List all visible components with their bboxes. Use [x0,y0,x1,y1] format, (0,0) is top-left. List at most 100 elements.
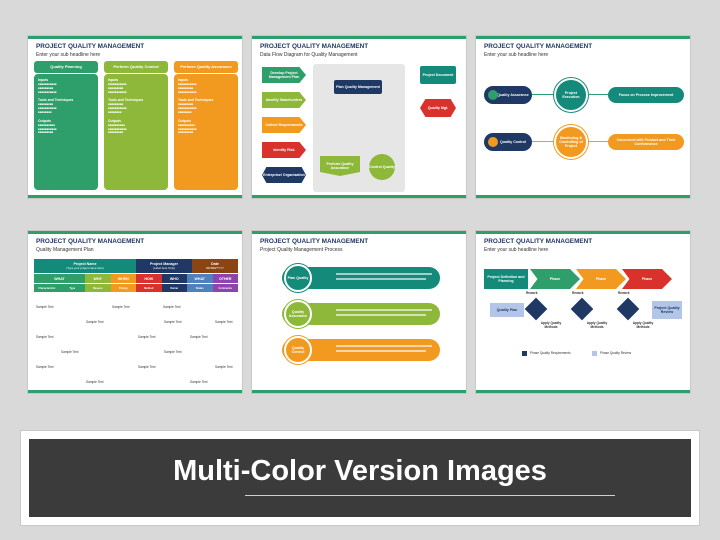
slide-top-bar [28,231,242,234]
hub-monitoring: Monitoring & Controlling of Project [554,125,588,159]
table-cell: Sample Text [163,305,181,309]
slide-bottom-bar [476,195,690,198]
slide-bottom-bar [28,195,242,198]
slide-title: PROJECT QUALITY MANAGEMENT [36,238,145,245]
out-product: Concerned with Product and Their Conform… [608,134,684,150]
table-cell: Sample Text [36,365,54,369]
slide-quality-plan-table[interactable]: PROJECT QUALITY MANAGEMENT Quality Manag… [27,230,243,394]
banner-title: Multi-Color Version Images [173,455,547,487]
rework-2: Rework [572,291,584,295]
flow-left-3: Collect Requirements [262,117,306,133]
slide-assurance-control[interactable]: PROJECT QUALITY MANAGEMENT Enter your su… [475,35,691,199]
slide-data-flow[interactable]: PROJECT QUALITY MANAGEMENT Data Flow Dia… [251,35,467,199]
slide-top-bar [252,231,466,234]
table-cell: Sample Text [190,335,208,339]
slide-bottom-bar [252,195,466,198]
section-outputs: Outputs [108,118,121,123]
quality-review: Project Quality Review [652,301,682,319]
flow-right-quality: Quality Mgt. [420,99,456,117]
connector [588,94,608,95]
step-quality-control: Quality Control [284,336,312,364]
process-bar-1 [282,267,440,289]
slide-top-bar [28,36,242,39]
connector [532,94,554,95]
slide-subtitle: Enter your sub headline here [484,247,549,253]
connector [588,141,608,142]
section-outputs: Outputs [178,118,191,123]
slide-subtitle: Enter your sub headline here [36,52,101,58]
slide-bottom-bar [476,390,690,393]
section-inputs: Inputs [178,78,189,82]
banner-panel: Multi-Color Version Images [29,439,691,517]
slide-process[interactable]: PROJECT QUALITY MANAGEMENT Project Quali… [251,230,467,394]
rework-3: Rework [618,291,630,295]
apply-1: Apply Quality Methods [540,321,562,330]
table-sub-row: Characteristic Type Reason Timing Method… [34,284,238,292]
gear-icon [488,90,498,100]
diamond-1 [524,297,548,321]
table-cell: Sample Text [36,335,54,339]
slide-subtitle: Enter your sub headline here [484,52,549,58]
table-head-manager: Project Manager (Label here Only) [136,259,192,273]
column-control: Inputs ■■■■■■■■■■■■■■■■■■■■■■■■■■■■■■■ T… [104,74,168,190]
legend-swatch-2 [592,351,597,356]
step-plan-quality: Plan Quality [284,264,312,292]
table-head-date: Date DD/MM/YYYY [192,259,238,273]
legend-2: Phase Quality Review [600,351,632,355]
connector [532,141,554,142]
apply-2: Apply Quality Methods [586,321,608,330]
qc-label: Quality Control [500,140,526,144]
process-bar-2 [282,303,440,325]
apply-3: Apply Quality Methods [632,321,654,330]
section-tools: Tools and Techniques [108,98,144,103]
slide-quality-columns[interactable]: PROJECT QUALITY MANAGEMENT Enter your su… [27,35,243,199]
column-head-assurance: Perform Quality Assurance [174,61,238,73]
table-cell: Sample Text [215,365,233,369]
process-bar-3 [282,339,440,361]
phase-2: Phase [576,269,626,289]
table-cell: Sample Text [164,350,182,354]
flow-center-control: Control Quality [369,154,395,180]
step-quality-assurance: Quality Assurance [284,300,312,328]
table-cell: Sample Text [164,320,182,324]
phase-1: Phase [530,269,580,289]
slide-top-bar [252,36,466,39]
section-inputs: Inputs [108,78,119,82]
table-cell: Sample Text [138,335,156,339]
section-tools: Tools and Techniques [178,98,214,103]
slide-top-bar [476,231,690,234]
table-cell: Sample Text [36,305,54,309]
quality-plan: Quality Plan [490,303,524,317]
slide-title: PROJECT QUALITY MANAGEMENT [260,238,369,245]
slide-title: PROJECT QUALITY MANAGEMENT [36,43,145,50]
column-head-planning: Quality Planning [34,61,98,73]
slide-bottom-bar [28,390,242,393]
legend-swatch-1 [522,351,527,356]
table-cell: Sample Text [138,365,156,369]
flow-left-5: Enterprise/ Organization [262,167,306,183]
table-cell: Sample Text [112,305,130,309]
flow-left-4: Identify Risk [262,142,306,158]
diamond-3 [616,297,640,321]
flow-center-plan: Plan Quality Management [334,80,382,94]
slide-title: PROJECT QUALITY MANAGEMENT [484,238,593,245]
table-cell: Sample Text [190,380,208,384]
slide-phases[interactable]: PROJECT QUALITY MANAGEMENT Enter your su… [475,230,691,394]
hub-execution: Project Execution [554,78,588,112]
flow-right-document: Project Document [420,66,456,84]
slide-bottom-bar [252,390,466,393]
column-head-control: Perform Quality Control [104,61,168,73]
out-process: Focus on Process Improvement [608,87,684,103]
column-planning: Inputs ■■■■■■■■■■■■■■■■■■■■■■■■■■■■■■■ T… [34,74,98,190]
slide-title: PROJECT QUALITY MANAGEMENT [260,43,369,50]
flow-center-assurance: Perform Quality Assurance [320,156,360,176]
slide-subtitle: Quality Management Plan [36,247,94,253]
table-cell: Sample Text [215,320,233,324]
qa-label: Quality Assurance [497,93,529,97]
diamond-2 [570,297,594,321]
table-cell: Sample Text [86,320,104,324]
section-outputs: Outputs [38,118,51,123]
tool-icon [488,137,498,147]
table-w-row: WHAT WHY WHEN HOW WHO WHAT OTHER [34,274,238,283]
start-definition: Project Definition and Planning [484,269,528,289]
